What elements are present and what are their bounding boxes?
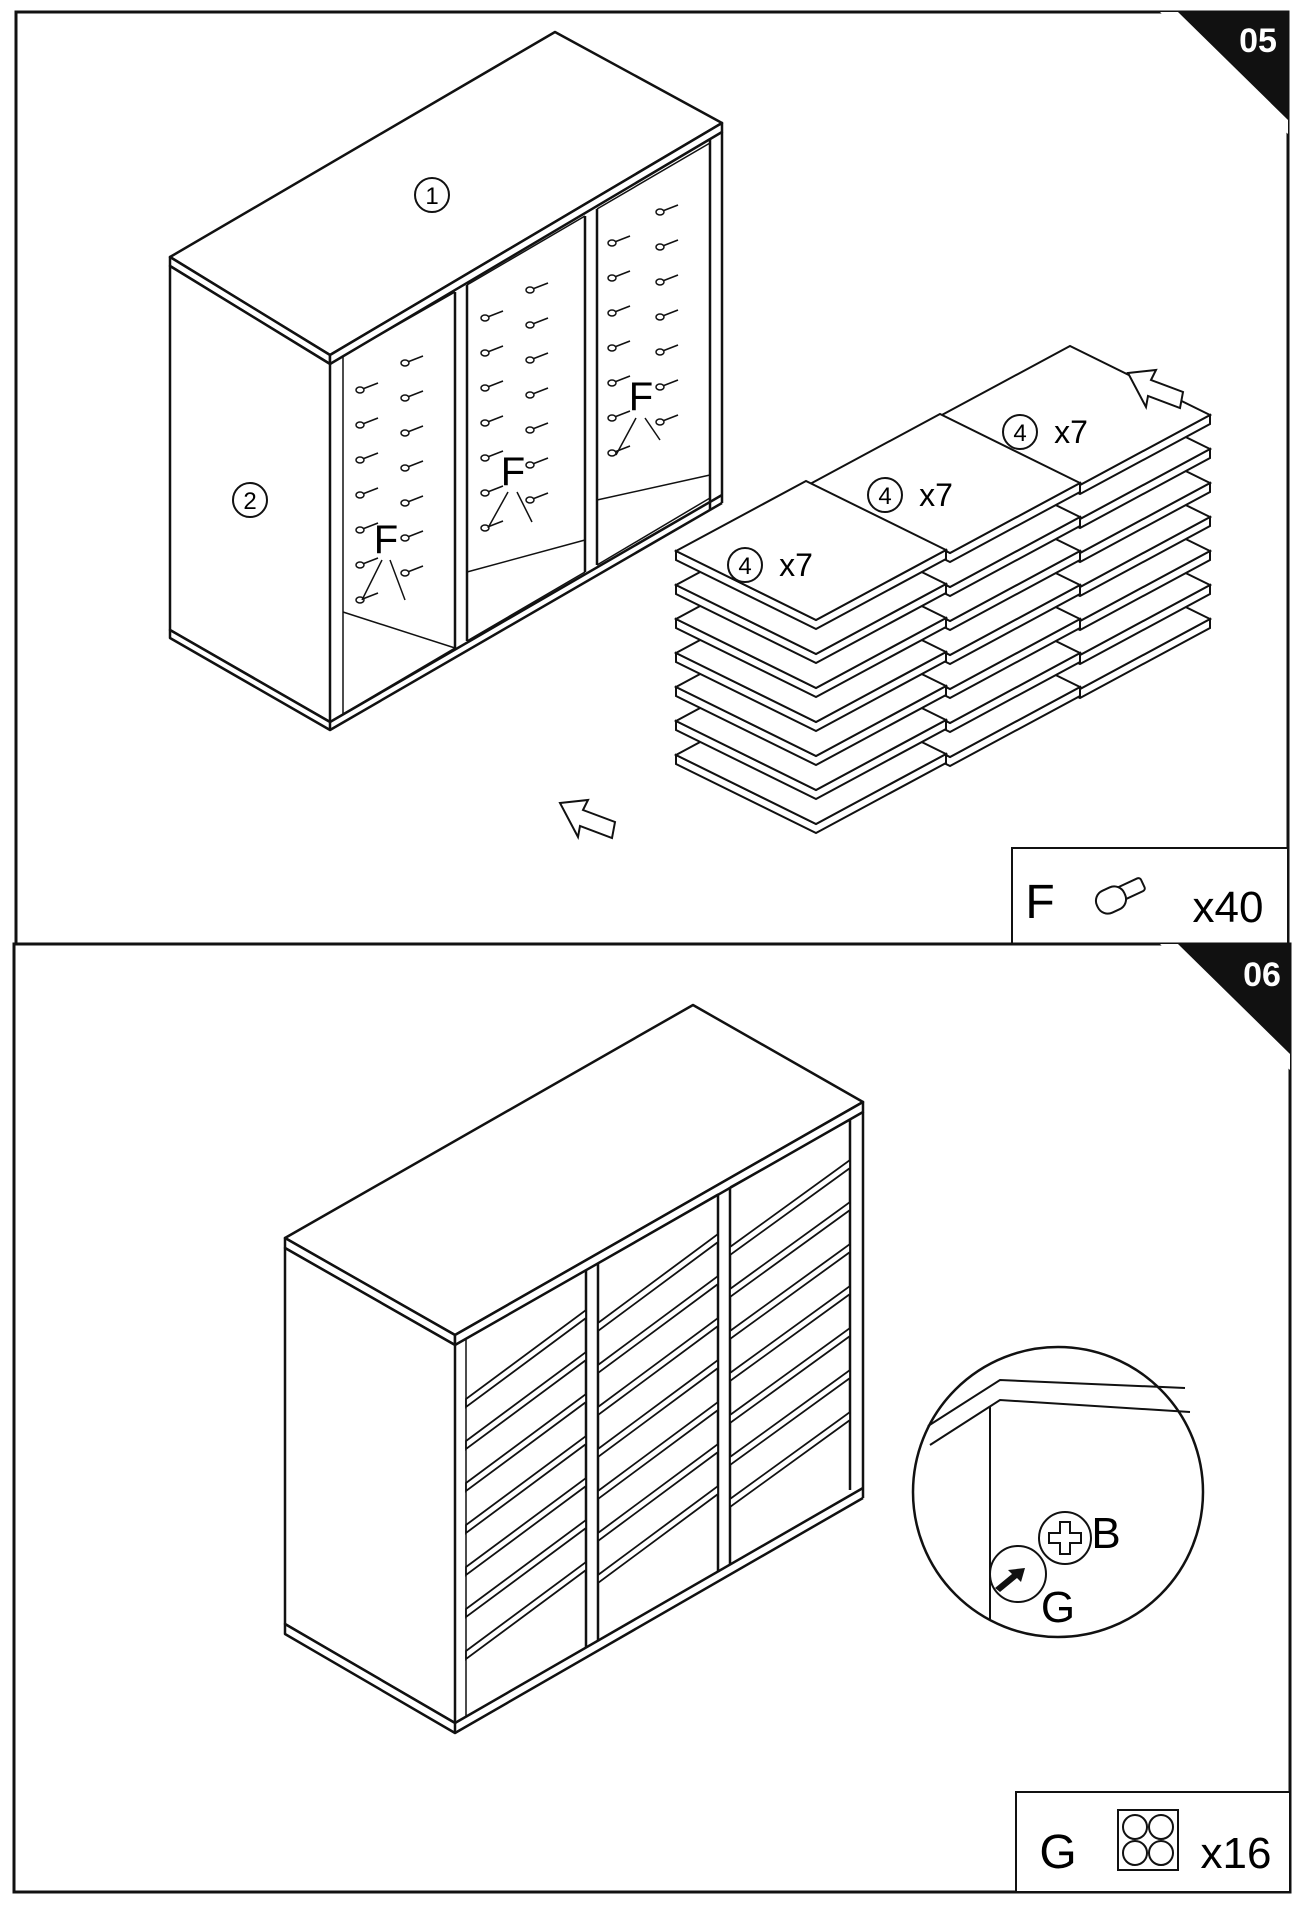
installed-shelf xyxy=(465,1434,587,1535)
svg-text:1: 1 xyxy=(425,183,438,210)
installed-shelf xyxy=(597,1316,719,1417)
installed-shelf xyxy=(465,1560,587,1661)
installed-shelf xyxy=(729,1242,851,1341)
step-number-badge-05: 05 xyxy=(1160,12,1288,134)
svg-text:4: 4 xyxy=(878,483,891,510)
hardware-label-F: F xyxy=(1025,876,1054,929)
part-label-side-panel: 2 xyxy=(232,482,268,518)
installed-shelf xyxy=(597,1358,719,1459)
installed-shelf xyxy=(729,1410,851,1509)
installed-shelf xyxy=(465,1308,587,1409)
step-number-badge-06: 06 xyxy=(1160,944,1290,1070)
step-06-panel: 06 xyxy=(12,942,1292,1894)
svg-text:4: 4 xyxy=(738,553,751,580)
detail-magnifier: B G xyxy=(911,1345,1205,1639)
step-05-panel: 05 xyxy=(14,10,1290,946)
fastener-callout: F xyxy=(361,518,406,601)
part-label-top-panel: 1 xyxy=(414,177,450,213)
shelf-stack-label-3: 4 x7 xyxy=(1002,414,1088,450)
fastener-callout: F xyxy=(487,450,533,529)
svg-text:x7: x7 xyxy=(1054,414,1088,450)
installed-shelf xyxy=(597,1442,719,1543)
hardware-quantity-F: x40 xyxy=(1193,883,1264,932)
installed-shelf xyxy=(465,1350,587,1451)
shelf-stacks-05 xyxy=(673,344,1213,835)
hardware-box-F: F x40 xyxy=(1011,847,1289,945)
shelf-stack-label-2: 4 x7 xyxy=(867,477,953,513)
insert-direction-arrow xyxy=(1126,368,1185,411)
insert-direction-arrow xyxy=(558,798,617,841)
installed-shelf xyxy=(729,1284,851,1383)
detail-label-B: B xyxy=(1091,1509,1120,1558)
assembled-cabinet xyxy=(283,1003,865,1735)
installed-shelf xyxy=(465,1476,587,1577)
installed-shelf xyxy=(729,1368,851,1467)
hardware-quantity-G: x16 xyxy=(1201,1829,1272,1878)
svg-text:x7: x7 xyxy=(779,547,813,583)
detail-label-G: G xyxy=(1041,1583,1075,1632)
installed-shelves xyxy=(465,1158,851,1661)
svg-text:4: 4 xyxy=(1013,420,1026,447)
fastener-label: F xyxy=(501,450,525,494)
screw-head-icon xyxy=(1038,1511,1092,1565)
fastener-label: F xyxy=(374,518,398,562)
shelf-pin-icon xyxy=(1094,877,1146,915)
installed-shelf xyxy=(465,1518,587,1619)
hardware-box-G: G x16 xyxy=(1015,1791,1291,1893)
fastener-callouts-05: F F F xyxy=(361,375,661,601)
installed-shelf xyxy=(597,1400,719,1501)
shelf-stack-label-1: 4 x7 xyxy=(727,547,813,583)
installed-shelf xyxy=(729,1158,851,1257)
installed-shelf xyxy=(729,1200,851,1299)
svg-text:x7: x7 xyxy=(919,477,953,513)
fastener-label: F xyxy=(629,375,653,419)
installed-shelf xyxy=(465,1392,587,1493)
step-number-05: 05 xyxy=(1239,22,1277,60)
installed-shelf xyxy=(597,1484,719,1585)
installed-shelf xyxy=(597,1232,719,1333)
installed-shelf xyxy=(729,1326,851,1425)
svg-text:2: 2 xyxy=(243,488,256,515)
cover-cap-sheet-icon xyxy=(1117,1809,1179,1871)
installed-shelf xyxy=(597,1274,719,1375)
cover-cap-icon xyxy=(989,1545,1047,1603)
step-number-06: 06 xyxy=(1243,956,1281,994)
hardware-label-G: G xyxy=(1039,1826,1076,1879)
shelf-board xyxy=(673,479,949,631)
fastener-callout: F xyxy=(615,375,661,456)
